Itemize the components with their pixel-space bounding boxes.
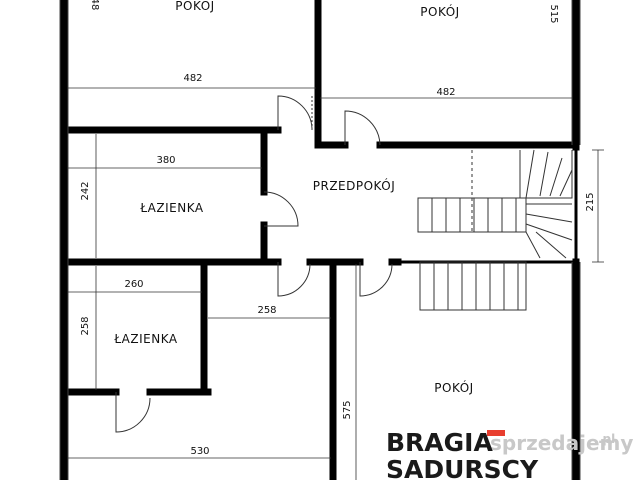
door-hall-right xyxy=(359,262,393,297)
watermark-site-tld: .pl xyxy=(598,432,615,446)
dim-bottom-right-height: 575 xyxy=(342,400,353,419)
stairs xyxy=(417,149,573,311)
door-top-left xyxy=(277,95,313,131)
dim-bath-lower-height: 258 xyxy=(80,316,91,335)
dim-bath-upper-height: 242 xyxy=(80,181,91,200)
room-label-top-right: POKÓJ xyxy=(420,4,459,19)
dim-top-left-height: 48 xyxy=(89,0,100,10)
watermark-site: sprzedajemy xyxy=(490,431,633,455)
room-label-bath-lower: ŁAZIENKA xyxy=(113,332,177,346)
door-bath-lower xyxy=(115,392,151,433)
dim-stair-height: 215 xyxy=(585,192,596,211)
dim-top-right-height: 515 xyxy=(548,4,559,23)
dim-corridor-width: 258 xyxy=(257,305,276,316)
stair-outline xyxy=(417,197,527,233)
brand-line-2: SADURSCY xyxy=(386,455,539,480)
room-label-hall: PRZEDPOKÓJ xyxy=(313,178,396,193)
door-bath-upper xyxy=(263,191,299,227)
dim-top-right-width: 482 xyxy=(436,87,455,98)
brand-accent-mark xyxy=(487,430,505,436)
dimension-lines xyxy=(68,87,604,480)
room-label-top-left: POKÓJ xyxy=(175,0,214,13)
dim-bath-lower-width: 260 xyxy=(124,279,143,290)
room-label-bath-upper: ŁAZIENKA xyxy=(139,201,203,215)
door-top-right xyxy=(344,110,381,146)
room-label-bottom-right: POKÓJ xyxy=(434,380,473,395)
dim-bath-upper-width: 380 xyxy=(156,155,175,166)
doors xyxy=(115,95,393,433)
dim-bottom-left-width: 530 xyxy=(190,446,209,457)
dim-top-left-width: 482 xyxy=(183,73,202,84)
walls xyxy=(60,0,580,480)
brand-line-1: BRAGIA xyxy=(386,428,493,457)
window-lines xyxy=(59,0,581,480)
door-hall-left xyxy=(277,262,311,297)
